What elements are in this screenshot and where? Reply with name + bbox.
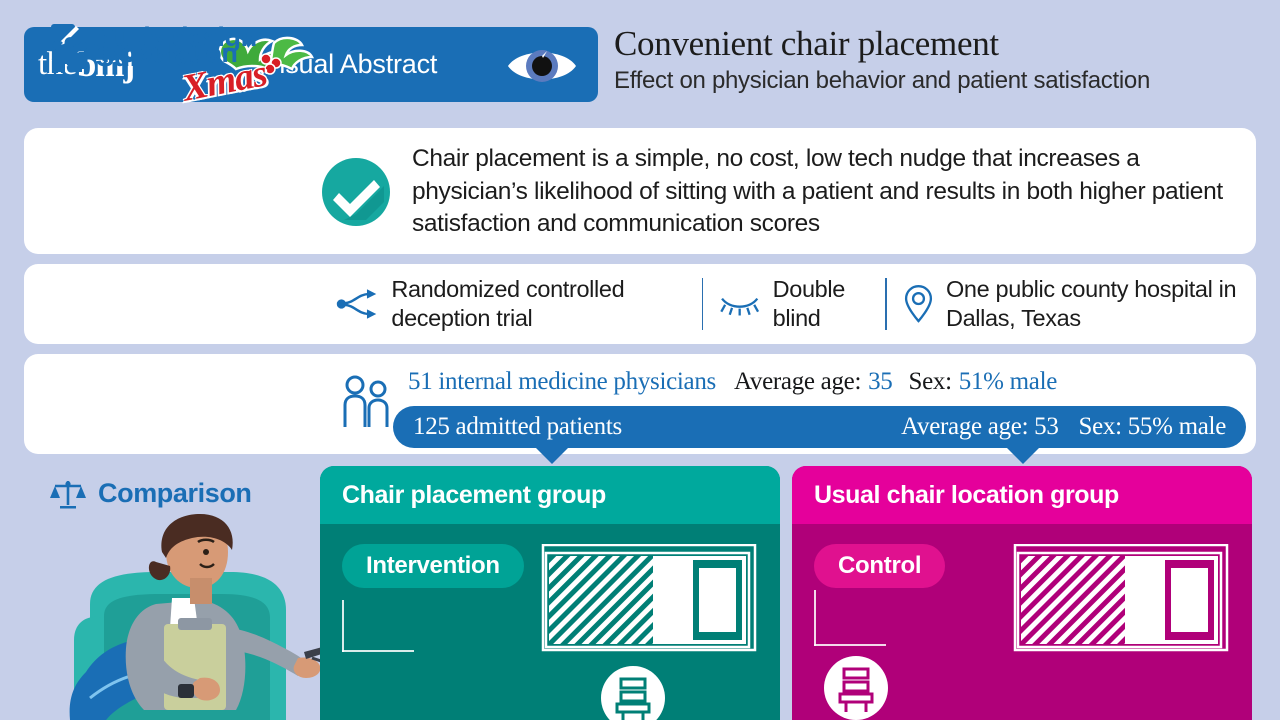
blinding-text: Double blind	[772, 276, 846, 331]
population-physicians-row: 51 internal medicine physicians Average …	[408, 368, 1238, 396]
physician-age-value: 35	[868, 368, 893, 395]
patient-sex: Sex: 55% male	[1078, 413, 1227, 440]
chair-icon	[615, 677, 651, 720]
seated-physician-illustration	[69, 514, 330, 720]
population-label-group: Population	[50, 37, 238, 69]
divider	[885, 278, 887, 330]
holly-icon	[218, 36, 315, 75]
connector-line-vertical	[342, 600, 344, 652]
randomization-icon	[336, 289, 377, 319]
population-figures-icon	[343, 375, 389, 427]
comparison-panel-intervention: Chair placement group Intervention	[320, 466, 780, 720]
physician-age-label: Average age:	[733, 368, 862, 395]
comparison-label: Comparison	[98, 478, 252, 508]
intervention-group-title: Chair placement group	[342, 480, 606, 509]
physician-sex-label: Sex:	[908, 368, 953, 395]
panel-header-intervention: Chair placement group	[320, 466, 780, 524]
study-design-text: Randomized controlled deception trial	[391, 276, 625, 331]
control-group-title: Usual chair location group	[814, 480, 1119, 509]
intervention-arm-label: Intervention	[366, 552, 500, 579]
check-circle-icon	[322, 158, 390, 226]
population-label: Population	[102, 37, 238, 68]
page-subtitle: Effect on physician behavior and patient…	[614, 67, 1151, 94]
title-block: Convenient chair placement Effect on phy…	[614, 24, 1264, 96]
xmas-logo: Xmas	[174, 36, 324, 110]
study-item-blinding: Double blind	[719, 275, 869, 333]
study-item-design: Randomized controlled deception trial	[336, 275, 686, 333]
patient-age: Average age: 53	[901, 413, 1059, 440]
pointer-triangle-right	[1006, 447, 1040, 464]
control-arm-label: Control	[838, 552, 922, 579]
study-design-card	[24, 264, 1256, 344]
divider	[701, 278, 704, 330]
room-diagram-icon	[541, 544, 757, 652]
scales-icon	[50, 480, 86, 508]
room-diagram-icon	[1013, 544, 1229, 652]
patient-count: 125 admitted patients	[413, 413, 622, 440]
population-patients-bar: 125 admitted patients Average age: 53 Se…	[393, 406, 1246, 448]
panel-header-control: Usual chair location group	[792, 466, 1252, 524]
study-design-label-group: Study design	[50, 22, 257, 53]
connector-line-horizontal	[814, 644, 886, 646]
comparison-label-group: Comparison	[50, 478, 252, 509]
connector-line-vertical	[814, 590, 816, 646]
summary-card	[24, 128, 1256, 254]
comparison-panel-control: Usual chair location group Control	[792, 466, 1252, 720]
chair-position-icon-control	[824, 656, 888, 720]
location-pin-icon	[904, 285, 933, 323]
closed-eye-icon	[720, 297, 760, 316]
patient-stats: Average age: 53 Sex: 55% male	[901, 413, 1226, 441]
control-arm-pill: Control	[814, 544, 946, 588]
physician-sex-value: 51% male	[958, 368, 1058, 395]
physician-count: 51 internal medicine physicians	[408, 368, 716, 395]
setting-text: One public county hospital in Dallas, Te…	[945, 276, 1237, 331]
people-icon	[52, 37, 88, 69]
pointer-triangle-left	[535, 447, 569, 464]
summary-label: Summary	[96, 42, 217, 72]
page-title: Convenient chair placement	[614, 24, 999, 63]
intervention-arm-pill: Intervention	[342, 544, 524, 588]
study-item-setting: One public county hospital in Dallas, Te…	[903, 275, 1280, 333]
connector-line-horizontal	[342, 650, 414, 652]
study-design-items: Randomized controlled deception trial Do…	[336, 272, 1280, 336]
eye-logo-icon	[508, 50, 576, 82]
study-design-label: Study design	[92, 22, 257, 52]
chair-icon	[838, 667, 874, 712]
chair-position-icon-intervention	[601, 666, 665, 720]
summary-text: Chair placement is a simple, no cost, lo…	[412, 145, 1223, 237]
